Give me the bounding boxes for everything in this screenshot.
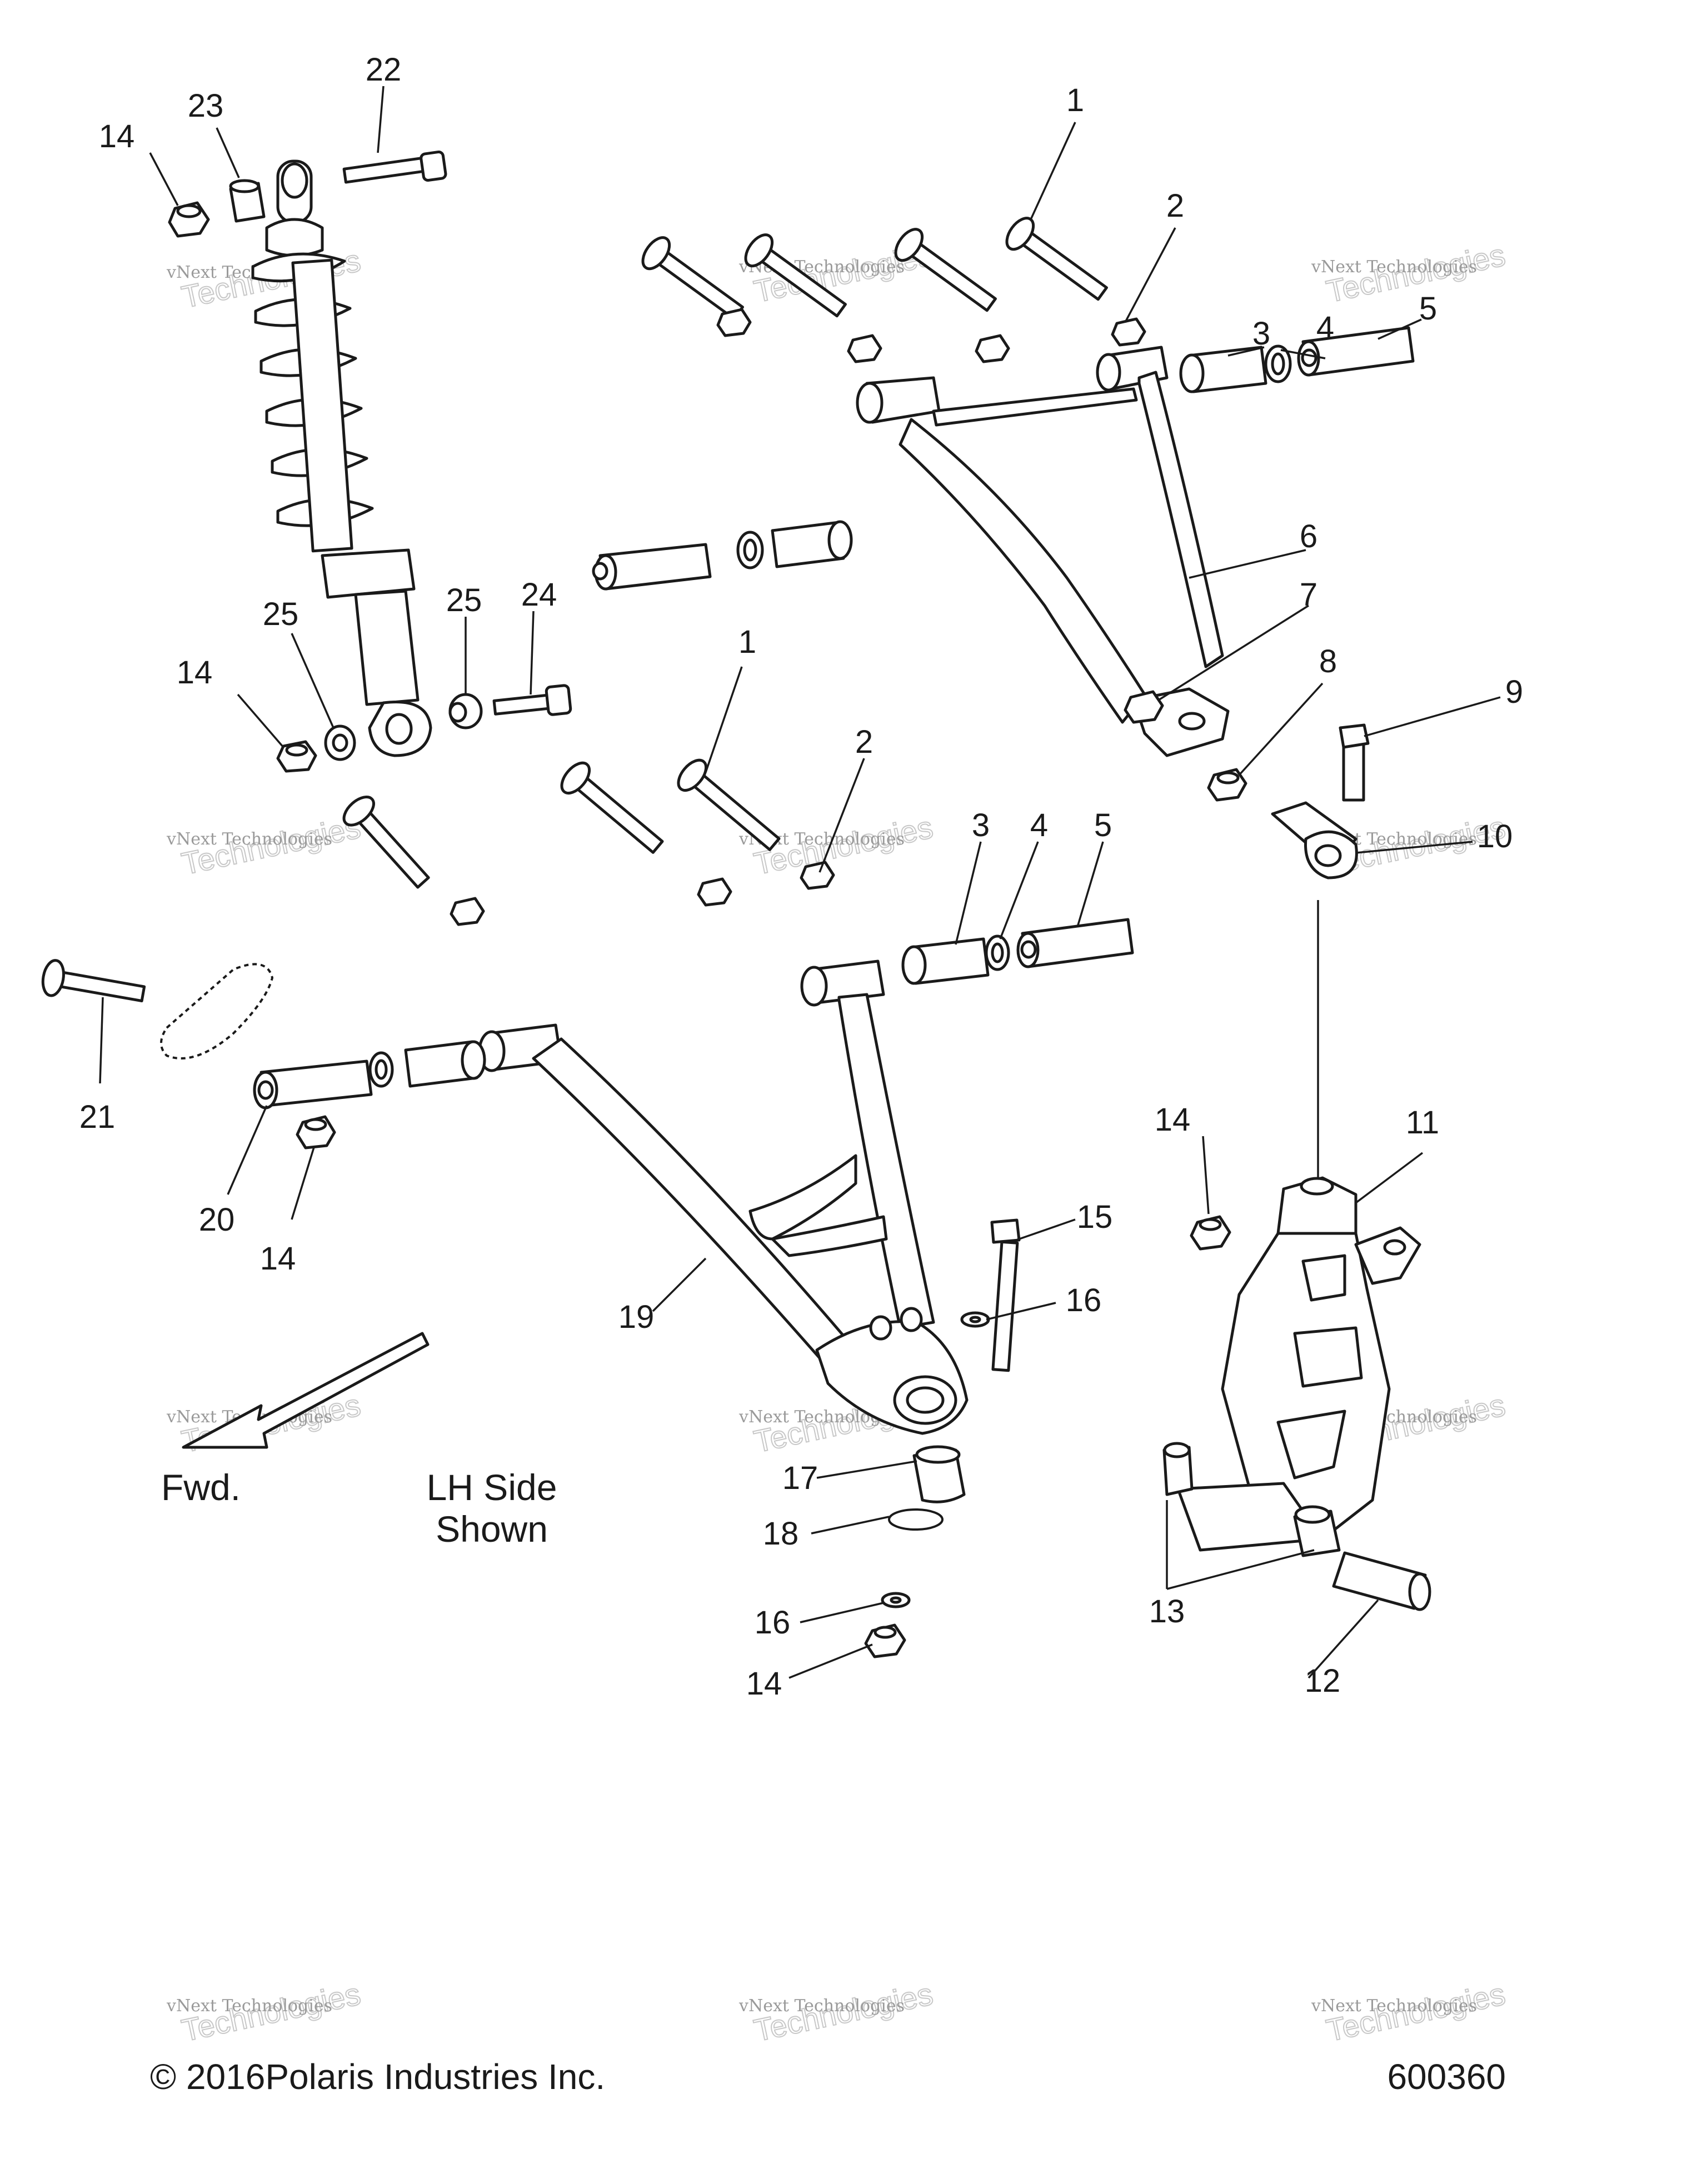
flange-nut-14 — [276, 740, 317, 773]
callout-11: 11 — [1406, 1105, 1439, 1141]
callout-7: 7 — [1300, 577, 1317, 613]
callout-12: 12 — [1305, 1663, 1341, 1699]
upper-pivot-shaft-5 — [1297, 326, 1415, 377]
callout-3: 3 — [972, 807, 990, 843]
callout-14: 14 — [260, 1241, 296, 1277]
callout-labels: 22 23 14 1 2 3 4 5 6 7 8 9 10 25 24 14 2… — [79, 52, 1523, 1702]
upper-pivot-shaft-left — [592, 543, 712, 591]
callout-16: 16 — [1066, 1282, 1102, 1318]
callout-18: 18 — [763, 1516, 799, 1552]
callout-19: 19 — [618, 1299, 655, 1335]
flange-nut-14 — [168, 201, 210, 238]
callout-10: 10 — [1477, 818, 1513, 854]
callout-21: 21 — [79, 1099, 116, 1135]
callout-4: 4 — [1316, 310, 1334, 346]
svg-text:vNext Technologies: vNext Technologies — [1311, 257, 1477, 277]
shown-label: Shown — [436, 1508, 548, 1550]
bolt-21 — [41, 959, 146, 1003]
bolt-15 — [990, 1218, 1021, 1372]
shock-top-bolt-22 — [342, 150, 447, 184]
lower-washer-left — [368, 1051, 394, 1088]
callout-9: 9 — [1505, 674, 1523, 710]
upper-bolts-1 — [641, 217, 1109, 321]
copyright-text: © 2016Polaris Industries Inc. — [150, 2057, 605, 2097]
callout-6: 6 — [1300, 518, 1317, 554]
lower-bolts-1 — [342, 758, 781, 889]
watermark: Technologies vNext Technologies — [738, 1976, 936, 2049]
callout-25: 25 — [446, 582, 482, 618]
bushing-25 — [324, 724, 356, 761]
lower-pivot-shaft-5 — [1016, 918, 1134, 968]
callout-14: 14 — [746, 1666, 782, 1702]
watermark: Technologies vNext Technologies — [1311, 1976, 1509, 2049]
lower-bushing-3 — [901, 937, 990, 985]
retaining-ring-18 — [888, 1508, 944, 1531]
callout-2: 2 — [855, 724, 873, 760]
bushing-25 — [448, 693, 483, 729]
flange-nut-14 — [1190, 1215, 1231, 1251]
nut-7 — [1124, 690, 1164, 724]
callout-17: 17 — [782, 1460, 818, 1496]
shock-spacer-23 — [229, 179, 266, 223]
upper-nuts-2 — [716, 308, 1146, 363]
dashed-frame-outline — [160, 963, 274, 1059]
svg-text:vNext Technologies: vNext Technologies — [738, 1996, 905, 2016]
callout-13: 13 — [1149, 1593, 1185, 1630]
svg-text:vNext Technologies: vNext Technologies — [1311, 1996, 1477, 2016]
forward-label: Fwd. — [161, 1467, 241, 1508]
callout-14: 14 — [177, 654, 213, 691]
callout-1: 1 — [1066, 82, 1084, 118]
callout-16: 16 — [755, 1605, 791, 1641]
callout-5: 5 — [1419, 291, 1437, 327]
callout-3: 3 — [1252, 316, 1270, 352]
callout-20: 20 — [199, 1202, 235, 1238]
nut-8 — [1207, 768, 1247, 802]
callout-2: 2 — [1166, 188, 1184, 224]
lh-side-label: LH Side — [427, 1467, 557, 1508]
callout-24: 24 — [521, 577, 557, 613]
steering-knuckle-11 — [1162, 1176, 1421, 1557]
leader-lines — [99, 86, 1501, 1679]
callout-22: 22 — [366, 52, 402, 88]
callout-14: 14 — [1155, 1102, 1191, 1138]
callout-23: 23 — [188, 88, 224, 124]
ball-joint-17 — [912, 1445, 966, 1503]
svg-text:vNext Technologies: vNext Technologies — [166, 829, 332, 849]
upper-washer-left — [736, 531, 764, 569]
callout-4: 4 — [1030, 807, 1048, 843]
callout-8: 8 — [1319, 643, 1337, 679]
svg-text:vNext Technologies: vNext Technologies — [166, 1996, 332, 2016]
lower-washer-4 — [985, 934, 1010, 971]
forward-arrow-icon — [182, 1332, 430, 1449]
diagram-number: 600360 — [1387, 2057, 1506, 2097]
lower-a-arm-19 — [478, 959, 969, 1435]
pivot-shaft-12 — [1332, 1551, 1431, 1611]
callout-15: 15 — [1077, 1199, 1113, 1235]
upper-washer-4 — [1264, 344, 1292, 383]
lower-bushing-left — [404, 1040, 486, 1088]
callout-5: 5 — [1094, 807, 1112, 843]
shock-lower-bolt-24 — [492, 684, 572, 716]
washer-16 — [881, 1592, 911, 1608]
watermark: Technologies vNext Technologies — [1311, 237, 1509, 310]
upper-bushing-3 — [1179, 346, 1267, 393]
callout-25: 25 — [263, 596, 299, 632]
flange-nut-14 — [296, 1115, 336, 1150]
upper-a-arm-6 — [856, 346, 1230, 757]
flange-nut-14 — [864, 1623, 906, 1658]
callout-14: 14 — [99, 118, 135, 154]
upper-bushing-left — [771, 520, 853, 568]
washer-16 — [960, 1311, 990, 1328]
bolt-9 — [1339, 723, 1370, 802]
shock-absorber — [251, 159, 432, 757]
watermark: Technologies vNext Technologies — [166, 809, 364, 882]
lower-pivot-shaft-20 — [253, 1059, 373, 1110]
lower-nuts-2 — [450, 861, 835, 926]
watermark: Technologies vNext Technologies — [166, 1976, 364, 2049]
callout-1: 1 — [738, 624, 756, 660]
tie-rod-end-10 — [1271, 801, 1358, 879]
